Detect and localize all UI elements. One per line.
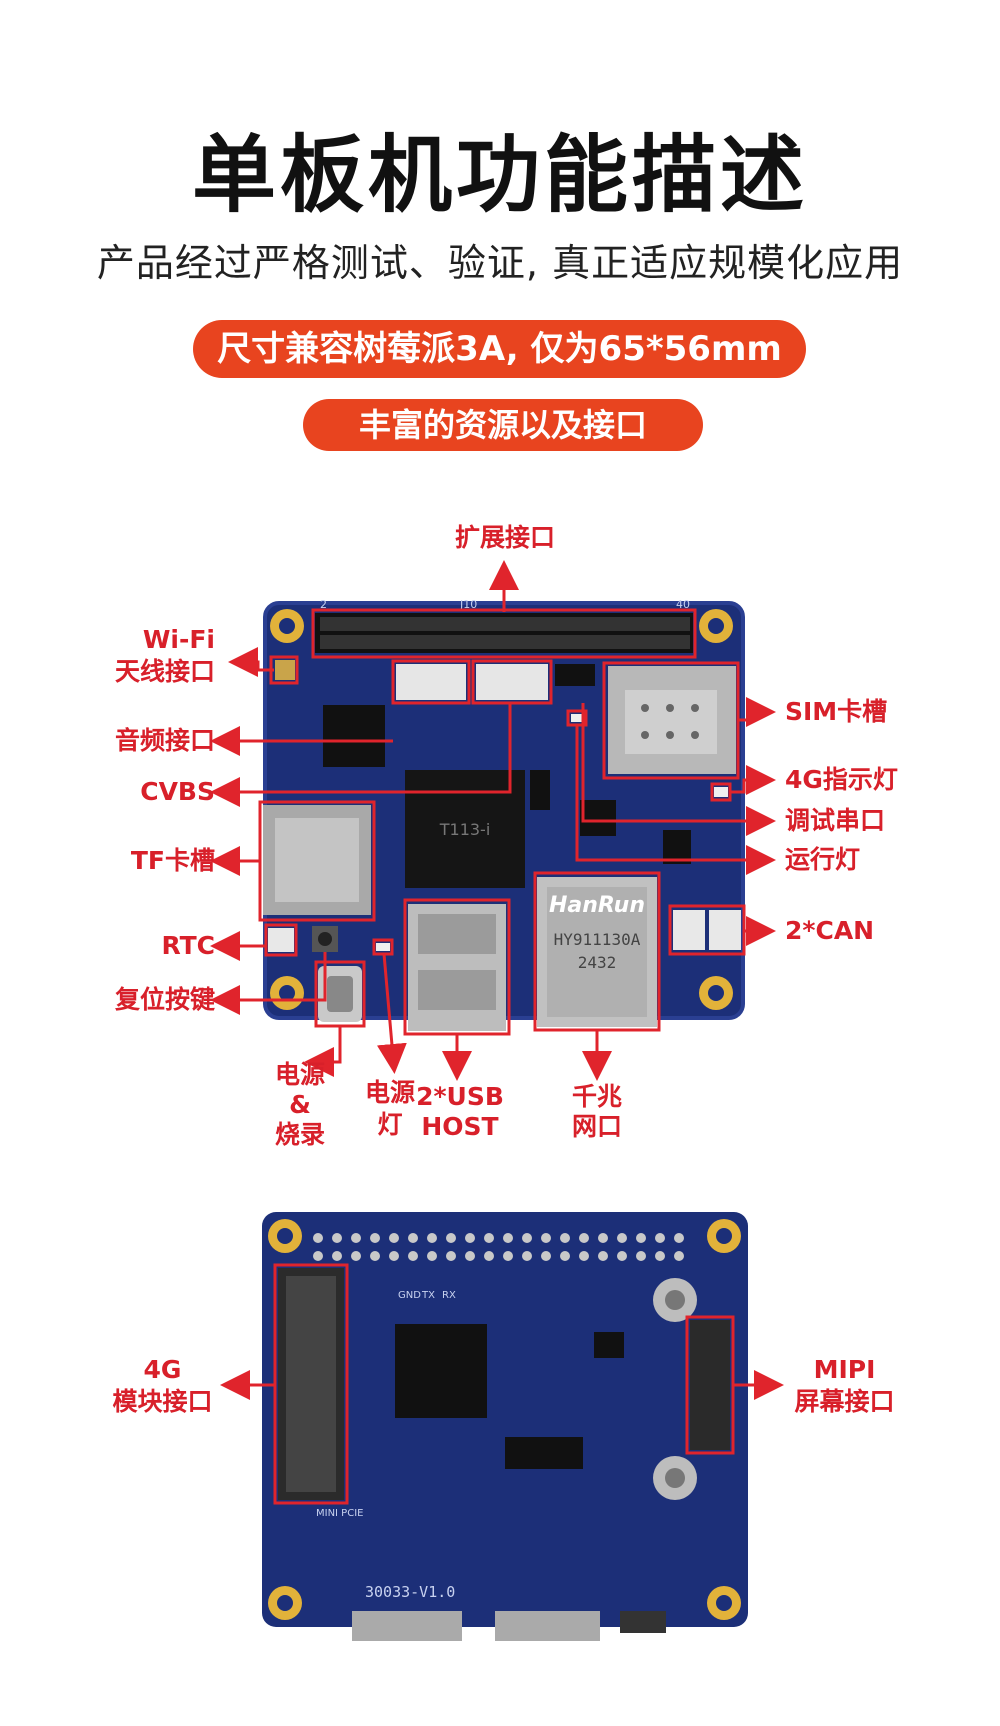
silk-40: 40 — [676, 598, 690, 611]
label-power-burn-1: 电源 — [274, 1060, 325, 1089]
header-pin — [560, 1233, 570, 1243]
resources-badge: 丰富的资源以及接口 — [303, 399, 703, 451]
label-4g-module-1: 4G — [143, 1355, 182, 1384]
header-pin — [617, 1233, 627, 1243]
label-usb-2: HOST — [421, 1112, 499, 1141]
header-pin — [465, 1233, 475, 1243]
eth-code-text: 2432 — [578, 953, 617, 972]
header-pin — [541, 1251, 551, 1261]
label-debug-uart: 调试串口 — [785, 806, 886, 835]
header-pin — [655, 1233, 665, 1243]
label-sim: SIM卡槽 — [785, 697, 888, 726]
header-pin — [446, 1233, 456, 1243]
soc-chip-label: T113-i — [439, 820, 491, 839]
silk-j10: J10 — [459, 598, 477, 611]
header-pin — [446, 1251, 456, 1261]
label-run-led: 运行灯 — [785, 845, 861, 874]
header-pin — [484, 1251, 494, 1261]
label-cvbs: CVBS — [140, 777, 215, 806]
silk-model: 30033-V1.0 — [365, 1583, 455, 1601]
label-wifi-1: Wi-Fi — [142, 625, 215, 654]
label-power-burn-2: & — [289, 1090, 311, 1119]
header-pin — [389, 1233, 399, 1243]
silk-rx: RX — [442, 1290, 456, 1301]
label-rtc: RTC — [161, 931, 215, 960]
label-eth-2: 网口 — [571, 1112, 622, 1141]
header-pin — [408, 1233, 418, 1243]
page-subtitle: 产品经过严格测试、验证, 真正适应规模化应用 — [96, 241, 904, 285]
silk-gnd: GND — [398, 1290, 421, 1301]
header-pin — [674, 1251, 684, 1261]
header-pin — [579, 1233, 589, 1243]
label-reset: 复位按键 — [114, 985, 215, 1014]
header-pin — [674, 1233, 684, 1243]
label-power-led-2: 灯 — [377, 1110, 403, 1139]
header-pin — [351, 1233, 361, 1243]
label-power-led-1: 电源 — [364, 1078, 415, 1107]
size-badge: 尺寸兼容树莓派3A, 仅为65*56mm — [193, 320, 806, 378]
header-pin — [313, 1251, 323, 1261]
header-pin — [370, 1251, 380, 1261]
header-pin — [503, 1233, 513, 1243]
header-pin — [522, 1251, 532, 1261]
label-power-burn-3: 烧录 — [274, 1120, 325, 1149]
eth-model-text: HY911130A — [554, 930, 641, 949]
top-board: T113-i HanRun HY911130A 2432 J10 — [210, 560, 776, 1081]
page-title: 单板机功能描述 — [191, 126, 808, 224]
label-4g-led: 4G指示灯 — [785, 765, 898, 794]
label-mipi-1: MIPI — [813, 1355, 876, 1384]
header-pin — [636, 1233, 646, 1243]
header-pin — [313, 1233, 323, 1243]
silk-minipcie: MINI PCIE — [316, 1508, 363, 1519]
header-pin — [427, 1233, 437, 1243]
header-pin — [370, 1233, 380, 1243]
silk-tx: TX — [421, 1290, 435, 1301]
header-pin — [598, 1251, 608, 1261]
silk-2: 2 — [320, 598, 327, 611]
header-pin — [389, 1251, 399, 1261]
label-wifi-2: 天线接口 — [114, 657, 215, 686]
label-tf: TF卡槽 — [130, 846, 215, 875]
label-audio: 音频接口 — [114, 726, 215, 755]
header-pin — [636, 1251, 646, 1261]
header-pin — [465, 1251, 475, 1261]
label-mipi-2: 屏幕接口 — [794, 1387, 895, 1416]
header-pin — [427, 1251, 437, 1261]
label-4g-module-2: 模块接口 — [112, 1387, 213, 1416]
header-pin — [332, 1233, 342, 1243]
label-eth-1: 千兆 — [571, 1082, 622, 1111]
header-pin — [655, 1251, 665, 1261]
header-pin — [541, 1233, 551, 1243]
header-pin — [351, 1251, 361, 1261]
header-pin — [560, 1251, 570, 1261]
label-can: 2*CAN — [785, 916, 875, 945]
label-expansion: 扩展接口 — [454, 523, 555, 552]
bottom-board: 30033-V1.0 MINI PCIE GND TX RX — [220, 1212, 784, 1641]
eth-brand-text: HanRun — [549, 893, 645, 918]
header-pin — [522, 1233, 532, 1243]
header-pin — [598, 1233, 608, 1243]
header-pin — [484, 1233, 494, 1243]
label-usb-1: 2*USB — [416, 1082, 504, 1111]
header-pin — [617, 1251, 627, 1261]
header-pin — [408, 1251, 418, 1261]
header-pin — [579, 1251, 589, 1261]
header-pin — [503, 1251, 513, 1261]
header-pin — [332, 1251, 342, 1261]
